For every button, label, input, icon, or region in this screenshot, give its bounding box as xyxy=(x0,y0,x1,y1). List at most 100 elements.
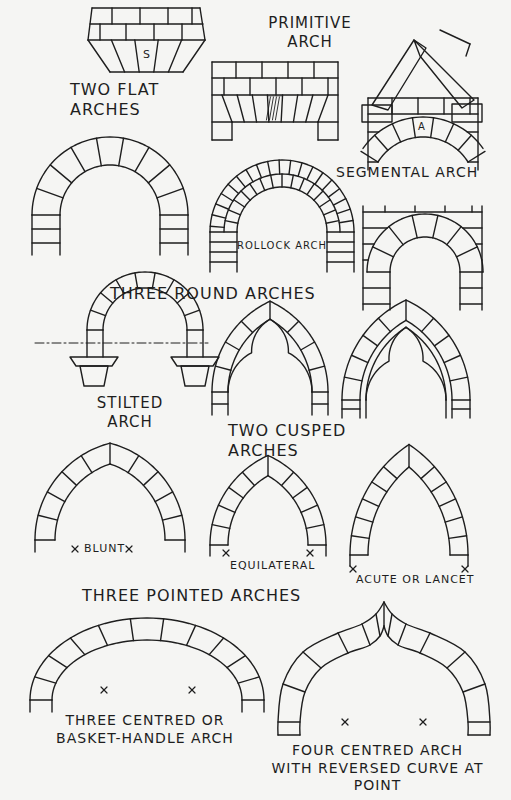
basket-handle-arch xyxy=(238,677,259,683)
cusped-arch xyxy=(212,301,270,392)
round-arch xyxy=(460,303,482,304)
centre-mark xyxy=(307,550,313,556)
round-arch xyxy=(187,215,188,255)
centre-mark xyxy=(189,687,195,693)
four-centred-arch xyxy=(398,624,406,645)
round-arch xyxy=(447,227,461,245)
four-centred-arch xyxy=(468,721,490,722)
rollock-arch xyxy=(307,167,313,180)
pointed-arch xyxy=(351,536,369,539)
round-arch xyxy=(481,206,482,310)
pointed-arch xyxy=(368,467,409,555)
rollock-arch xyxy=(250,184,257,195)
cusped-arch xyxy=(405,300,406,320)
rollock-arch xyxy=(234,200,245,207)
arch-label: ROLLOCK ARCH xyxy=(237,240,327,253)
pointed-arch xyxy=(450,554,468,555)
pointed-arch xyxy=(163,515,182,520)
segmental-arch xyxy=(363,117,483,148)
round-arch xyxy=(412,215,417,237)
cusped-arch xyxy=(342,300,406,400)
stilted-arch xyxy=(80,366,108,386)
four-centred-arch xyxy=(278,734,300,735)
flat-arch xyxy=(212,139,232,140)
stilted-arch xyxy=(184,310,199,315)
basket-handle-arch xyxy=(161,619,164,641)
four-centred-arch xyxy=(420,633,430,653)
rollock-arch xyxy=(210,226,224,227)
pointed-arch xyxy=(325,545,326,556)
cusped-arch xyxy=(366,327,406,400)
segmental-arch xyxy=(467,131,478,132)
round-arch xyxy=(160,242,188,243)
pointed-arch xyxy=(301,505,317,512)
segmental-arch xyxy=(375,135,388,150)
rollock-arch xyxy=(228,184,238,193)
centre-mark xyxy=(223,550,229,556)
cusped-arch xyxy=(406,320,452,400)
pointed-arch xyxy=(282,472,294,485)
centre-mark xyxy=(101,687,107,693)
segmental-arch xyxy=(431,118,434,138)
round-arch xyxy=(367,214,483,272)
pointed-arch xyxy=(55,464,110,540)
four-centred-arch xyxy=(278,721,300,722)
round-arch xyxy=(481,259,483,260)
cusped-arch xyxy=(270,301,328,392)
round-arch xyxy=(476,243,482,244)
centre-mark xyxy=(462,566,468,572)
four-centred-arch xyxy=(278,602,384,735)
arch-label: PRIMITIVE ARCH xyxy=(255,14,365,52)
arch-label: FOUR CENTRED ARCH WITH REVERSED CURVE AT… xyxy=(270,742,485,795)
centre-mark xyxy=(307,550,313,556)
cusped-arch xyxy=(215,366,230,370)
round-arch xyxy=(363,259,368,260)
rollock-arch xyxy=(281,174,282,187)
flat-arch xyxy=(181,24,182,40)
round-arch xyxy=(384,206,385,212)
rollock-arch xyxy=(278,160,280,174)
cusped-arch xyxy=(287,321,298,332)
arch-label: BLUNT xyxy=(84,542,125,556)
pointed-arch xyxy=(143,472,158,486)
pointed-arch xyxy=(350,444,409,555)
flat-arch xyxy=(223,78,224,95)
pointed-arch xyxy=(109,443,110,464)
hatching xyxy=(275,97,279,120)
cusped-arch xyxy=(452,399,470,400)
flat-arch xyxy=(111,40,124,72)
round-arch xyxy=(373,247,394,257)
rollock-arch xyxy=(324,210,336,215)
primitive-arch xyxy=(466,44,470,56)
four-centred-arch xyxy=(303,652,321,668)
flat-arch xyxy=(125,24,126,40)
cusped-arch xyxy=(434,335,449,346)
round-arch xyxy=(414,206,415,212)
centre-mark xyxy=(350,566,356,572)
pointed-arch xyxy=(421,467,434,479)
rollock-arch xyxy=(299,178,304,190)
pointed-arch xyxy=(110,443,185,540)
flat-arch xyxy=(212,94,338,95)
centre-mark xyxy=(223,550,229,556)
rollock-arch xyxy=(221,194,233,201)
basket-handle-arch xyxy=(227,656,246,668)
basket-handle-arch xyxy=(49,656,68,668)
basket-handle-arch xyxy=(186,625,195,645)
segmental-arch xyxy=(468,151,485,162)
round-arch xyxy=(119,138,124,166)
round-arch xyxy=(135,147,149,171)
flat-arch xyxy=(139,8,140,24)
pointed-arch xyxy=(467,555,468,566)
round-arch xyxy=(160,228,188,229)
round-arch xyxy=(32,228,60,229)
segmental-arch xyxy=(445,124,453,142)
pointed-arch xyxy=(268,456,326,545)
stilted-arch xyxy=(87,329,103,330)
stilted-arch xyxy=(70,357,118,366)
basket-handle-arch xyxy=(98,625,107,645)
pointed-arch xyxy=(35,443,110,540)
cusped-arch xyxy=(363,335,378,346)
basket-handle-arch xyxy=(70,638,84,655)
